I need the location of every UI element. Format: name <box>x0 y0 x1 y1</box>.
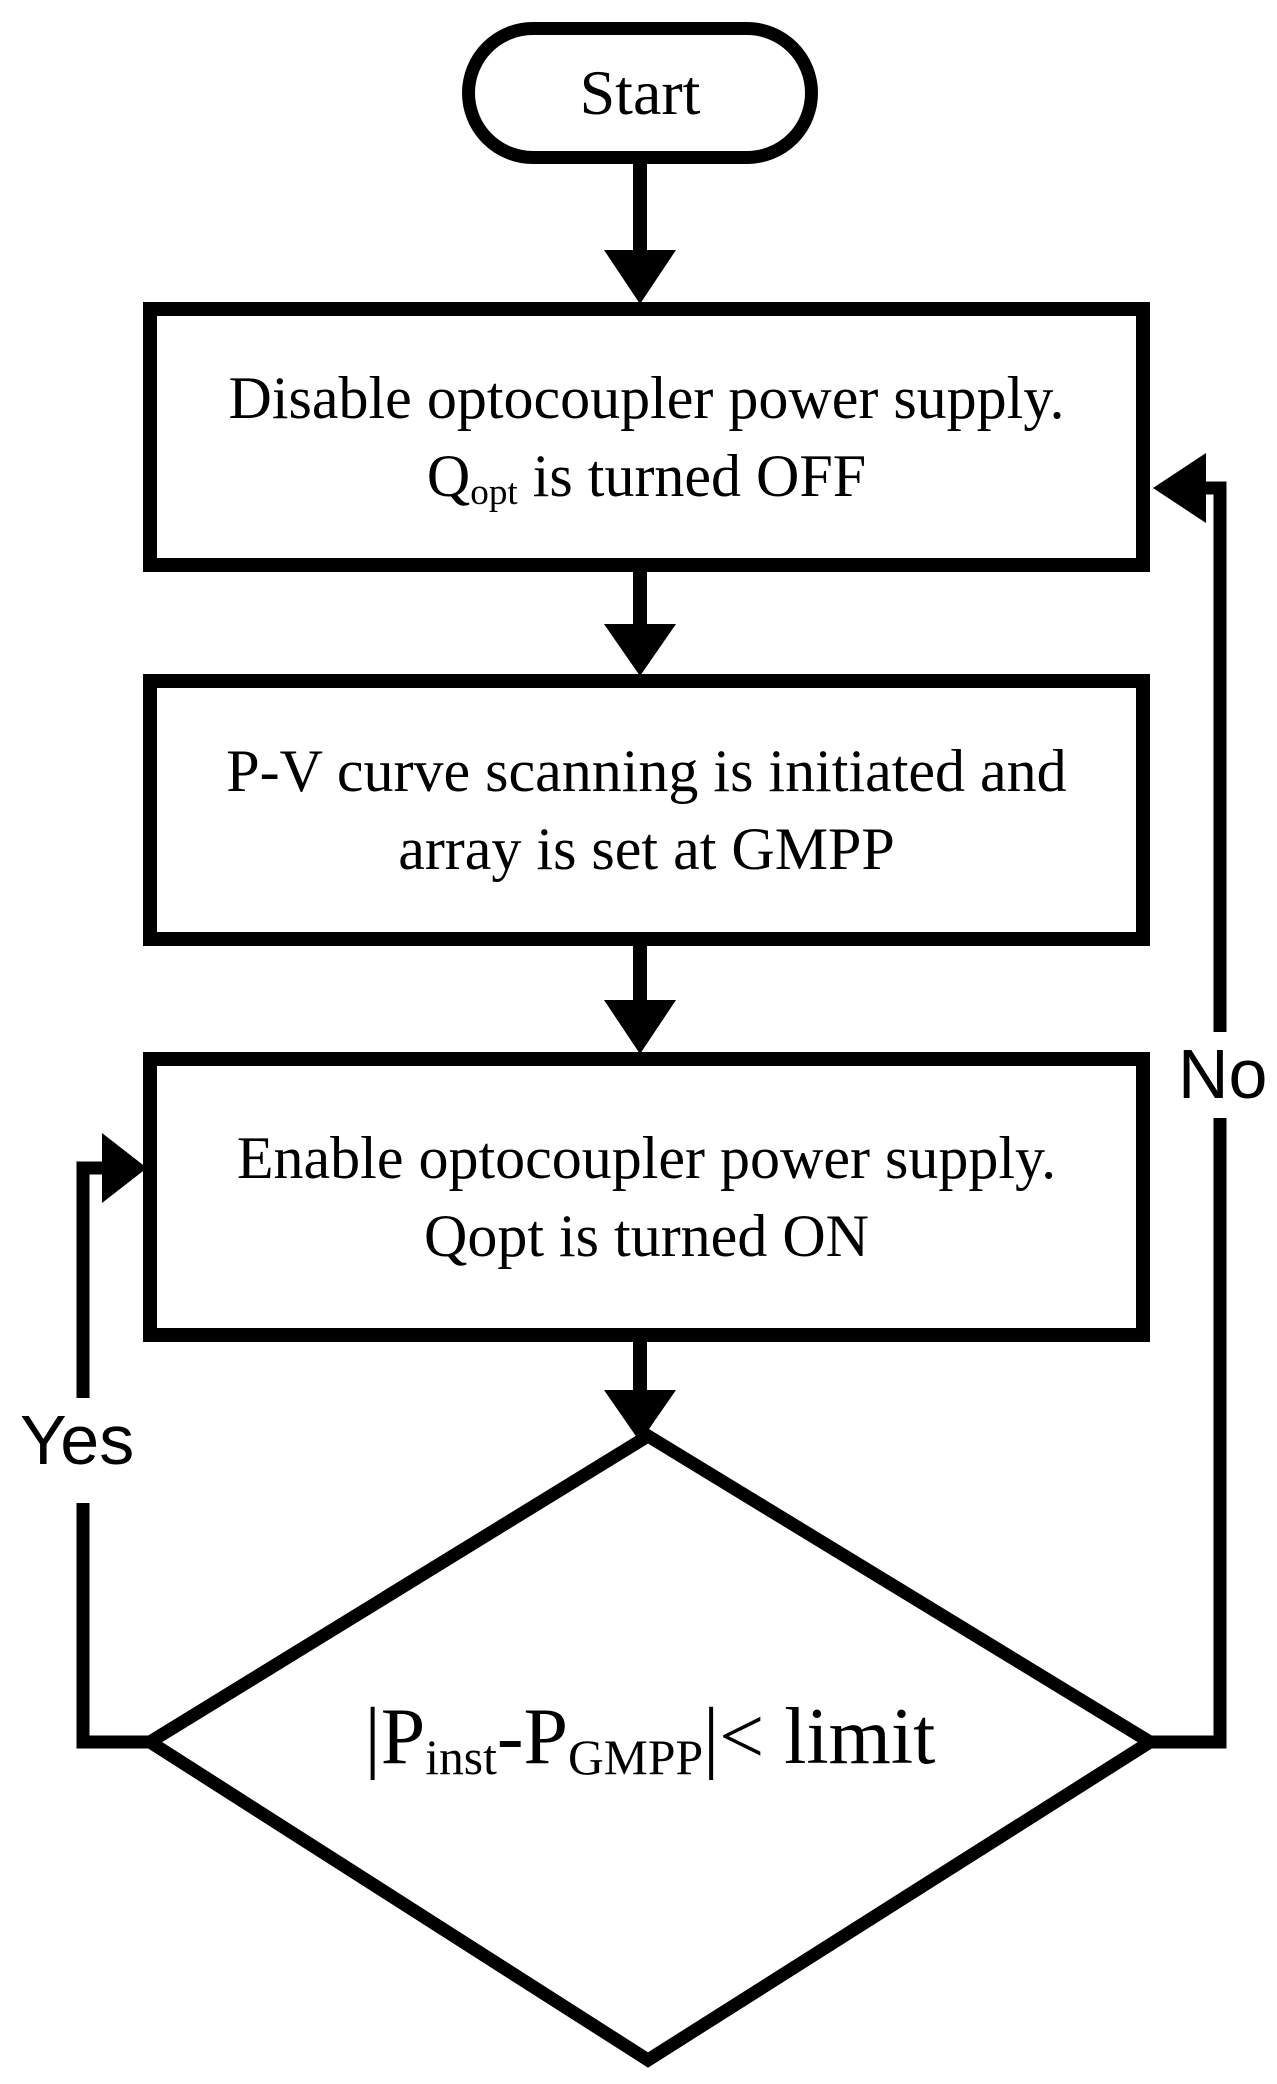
process-text-line: array is set at GMPP <box>398 816 895 882</box>
arrow-start-to-disable-head <box>604 250 676 304</box>
arrow-enable-to-decision-head <box>604 1390 676 1442</box>
no-return-line-upper <box>1204 481 1227 1032</box>
process-text-line: Enable optocoupler power supply. <box>236 1125 1057 1191</box>
no-return-arrowhead <box>1153 453 1206 523</box>
process-box-disable-optocoupler: Disable optocoupler power supply. Qopt i… <box>143 302 1150 572</box>
process-box-enable-optocoupler: Enable optocoupler power supply. Qopt is… <box>143 1052 1150 1342</box>
process-text-line: P-V curve scanning is initiated and <box>226 738 1067 804</box>
decision-diamond <box>137 1428 1163 2068</box>
start-label: Start <box>579 57 701 128</box>
no-branch-label: No <box>1172 1036 1274 1112</box>
arrow-disable-to-scan-head <box>604 624 676 676</box>
arrow-scan-to-enable-head <box>604 1000 676 1054</box>
yes-loop-arrowhead <box>102 1133 147 1203</box>
yes-loop-line-lower <box>76 1503 150 1749</box>
start-terminator: Start <box>462 22 818 164</box>
no-return-line-lower <box>1148 1118 1227 1749</box>
decision-condition-label: |Pinst-PGMPP|< limit <box>364 1693 936 1785</box>
yes-loop-line-upper <box>76 1161 104 1398</box>
yes-branch-label: Yes <box>14 1402 141 1478</box>
process-text-line: Qopt is turned OFF <box>426 443 867 514</box>
process-text-line: Qopt is turned ON <box>424 1203 869 1269</box>
process-box-pv-scan: P-V curve scanning is initiated and arra… <box>143 674 1150 946</box>
process-text-line: Disable optocoupler power supply. <box>228 365 1065 431</box>
